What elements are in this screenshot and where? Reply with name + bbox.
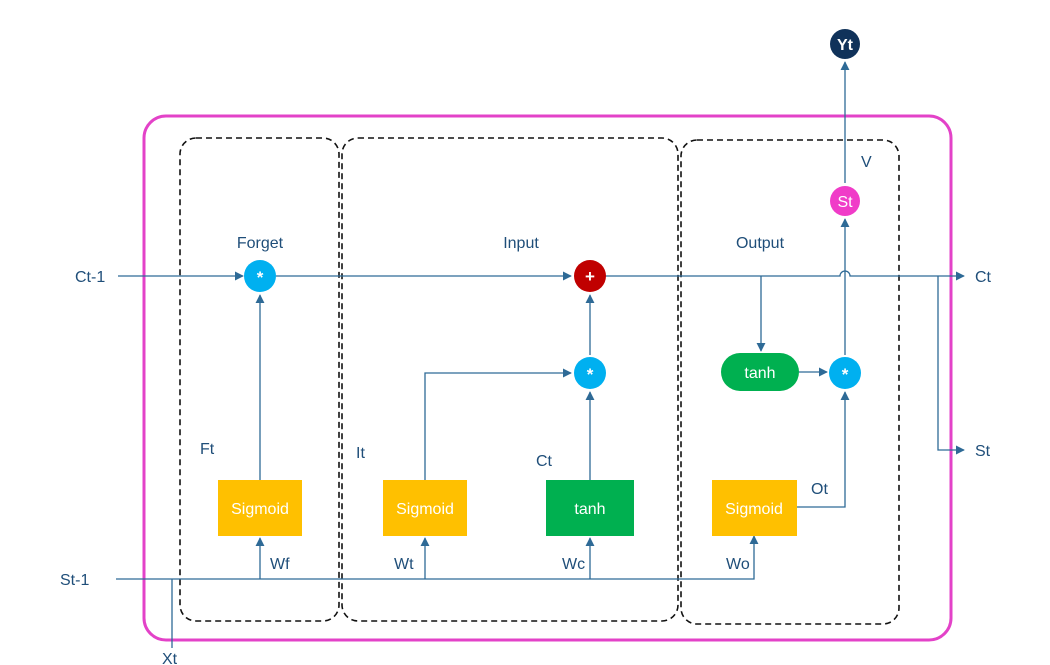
cell-add-node: +	[574, 260, 606, 292]
s-out-label: St	[975, 443, 991, 460]
ot-wire	[797, 391, 850, 508]
v-label: V	[861, 154, 872, 171]
ft-label: Ft	[200, 441, 215, 458]
sigmoid-input-label: Sigmoid	[396, 501, 454, 518]
wt-label: Wt	[394, 556, 414, 573]
tanh-output-label: tanh	[744, 365, 775, 382]
ot-label: Ot	[811, 481, 828, 498]
input-section-title: Input	[503, 235, 539, 252]
s-prev-label: St-1	[60, 572, 89, 589]
cell-add-symbol: +	[585, 267, 595, 286]
x-input-label: Xt	[162, 651, 178, 665]
output-section-title: Output	[736, 235, 785, 252]
input-multiply-symbol: *	[587, 365, 594, 384]
output-gate-region	[680, 139, 900, 625]
sigmoid-output-block: Sigmoid	[712, 480, 797, 536]
forget-multiply-symbol: *	[257, 268, 264, 287]
sigmoid-output-label: Sigmoid	[725, 501, 783, 518]
wc-label: Wc	[562, 556, 585, 573]
tanh-output-block: tanh	[721, 353, 799, 391]
input-gate-region	[341, 137, 679, 622]
ct-label: Ct	[536, 453, 553, 470]
sigmoid-forget-label: Sigmoid	[231, 501, 289, 518]
input-multiply-node: *	[574, 357, 606, 389]
tanh-candidate-label: tanh	[574, 501, 605, 518]
s-out-wire	[937, 276, 965, 455]
forget-gate-region	[179, 137, 340, 622]
c-prev-label: Ct-1	[75, 269, 105, 286]
cell-boundary	[142, 114, 953, 642]
wo-label: Wo	[726, 556, 750, 573]
tanh-candidate-block: tanh	[546, 480, 634, 536]
s-prev-bus	[116, 535, 759, 580]
output-y-node: Yt	[830, 29, 860, 59]
c-out-wire	[605, 270, 965, 281]
sigmoid-forget-block: Sigmoid	[218, 480, 302, 536]
forget-section-title: Forget	[237, 235, 284, 252]
sigmoid-input-block: Sigmoid	[383, 480, 467, 536]
it-wire	[424, 368, 572, 480]
c-out-label: Ct	[975, 269, 992, 286]
it-label: It	[356, 445, 365, 462]
forget-multiply-node: *	[244, 260, 276, 292]
state-node-label: St	[837, 194, 853, 211]
output-multiply-node: *	[829, 357, 861, 389]
state-node: St	[830, 186, 860, 216]
output-y-label: Yt	[837, 37, 854, 54]
wf-label: Wf	[270, 556, 290, 573]
output-multiply-symbol: *	[842, 365, 849, 384]
